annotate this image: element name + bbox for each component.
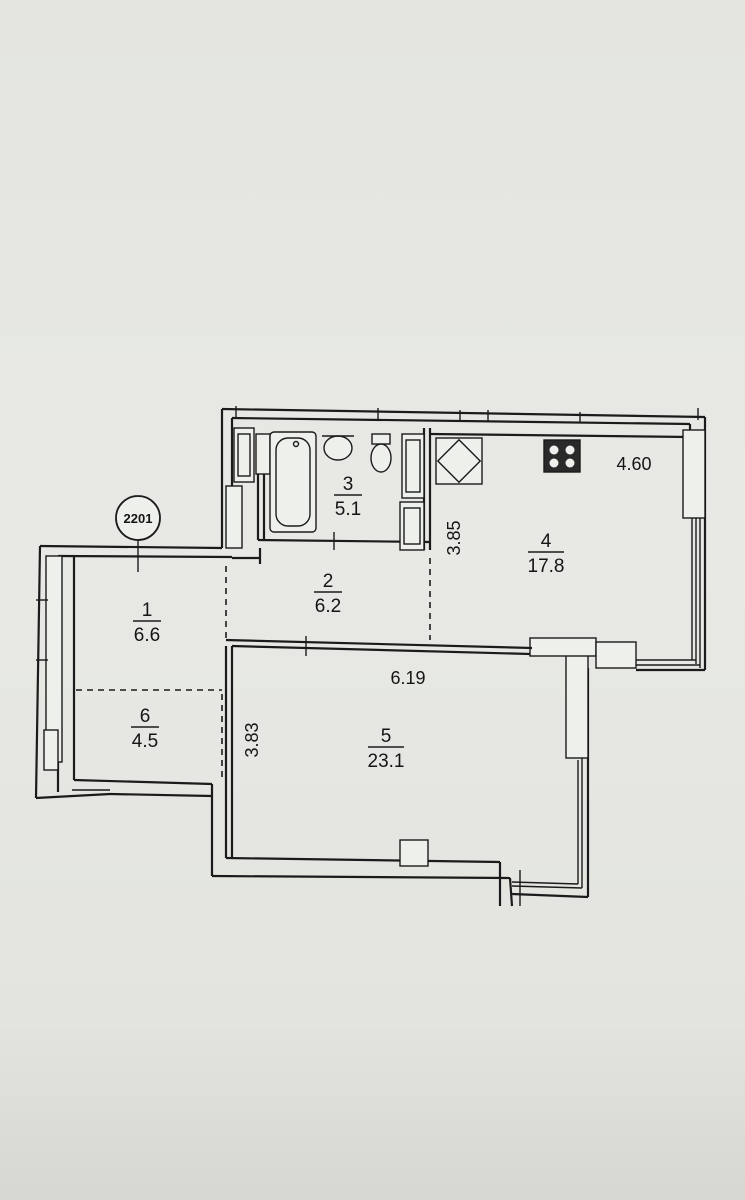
- room-number: 2: [323, 571, 334, 592]
- living-depth-dimension: 3.83: [242, 722, 262, 757]
- room-labels: 1 6.6 2 6.2 3 5.1 4 17.8 5 23.1: [131, 474, 564, 772]
- room-6-label: 6 4.5: [131, 706, 159, 752]
- room-4-label: 4 17.8: [528, 531, 565, 577]
- unit-number: 2201: [124, 511, 153, 526]
- room-area: 23.1: [368, 751, 405, 772]
- bathroom-fixtures: [233, 427, 425, 551]
- room-area: 6.2: [315, 596, 341, 617]
- dimension-labels: 4.60 3.85 6.19 3.83: [242, 454, 652, 758]
- internal-walls: [76, 428, 533, 778]
- room-number: 1: [142, 600, 153, 621]
- living-width-dimension: 6.19: [390, 668, 425, 688]
- room-3-label: 3 5.1: [334, 474, 362, 520]
- toilet-tank-icon: [371, 433, 391, 445]
- kitchen-fixtures: [435, 437, 581, 485]
- room-1-label: 1 6.6: [133, 600, 161, 646]
- unit-label-marker: 2201: [115, 495, 161, 572]
- kitchen-depth-dimension: 3.85: [444, 520, 464, 555]
- room-area: 4.5: [132, 731, 158, 752]
- room-2-label: 2 6.2: [314, 571, 342, 617]
- room-area: 17.8: [528, 556, 565, 577]
- room-number: 6: [140, 706, 151, 727]
- room-area: 5.1: [335, 499, 361, 520]
- outer-walls: [34, 406, 707, 907]
- stove-icon: [543, 439, 581, 473]
- boiler-icon: [436, 438, 482, 484]
- toilet-icon: [370, 443, 392, 473]
- room-number: 3: [343, 474, 354, 495]
- room-number: 4: [541, 531, 552, 552]
- kitchen-width-dimension: 4.60: [616, 454, 651, 474]
- sink-icon: [323, 435, 353, 461]
- room-number: 5: [381, 726, 392, 747]
- room-5-label: 5 23.1: [368, 726, 405, 772]
- room-area: 6.6: [134, 625, 160, 646]
